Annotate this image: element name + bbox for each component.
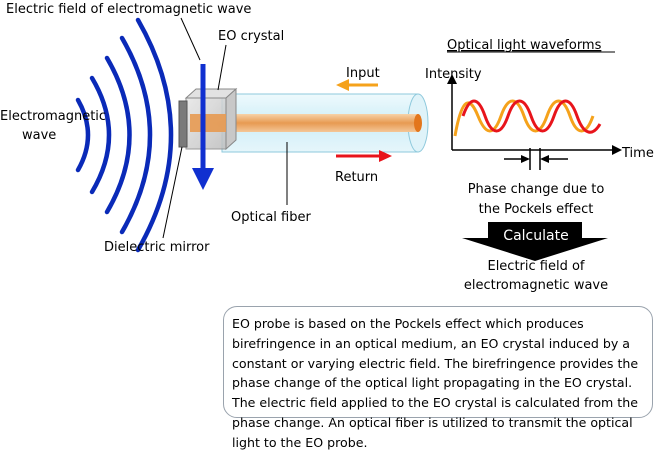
optical-fiber (200, 93, 429, 153)
waveform-title: Optical light waveforms (447, 38, 602, 53)
dielectric-mirror-label: Dielectric mirror (104, 240, 210, 255)
description-text: EO probe is based on the Pockels effect … (232, 316, 639, 450)
wave-arc-4 (119, 35, 153, 235)
description-box (223, 306, 653, 418)
eo-crystal-label: EO crystal (218, 29, 284, 44)
eo-crystal (184, 87, 238, 151)
phase-change-line1: Phase change due to (468, 182, 605, 197)
return-arrow (336, 150, 392, 162)
wave-arc-2 (89, 75, 112, 195)
output-label-line2: electromagnetic wave (464, 278, 608, 293)
wave-arc-1 (75, 97, 91, 173)
field-arrow (192, 64, 214, 190)
waveform-y-label: Intensity (425, 67, 482, 82)
phase-change-line2: the Pockels effect (479, 202, 594, 217)
wave-arc-5 (135, 17, 174, 253)
input-arrow (336, 79, 378, 91)
em-wave-label-line2: wave (22, 128, 56, 143)
return-label: Return (335, 170, 378, 185)
dielectric-mirror-shape (178, 100, 188, 148)
waveform-series-orange (453, 99, 595, 137)
optical-fiber-label: Optical fiber (231, 210, 311, 225)
calculate-arrow (462, 222, 608, 261)
waveform-plot (447, 74, 622, 170)
em-wave-label-line1: Electromagnetic (0, 109, 106, 124)
field-title-label: Electric field of electromagnetic wave (6, 2, 251, 17)
eo-probe-diagram: Electric field of electromagnetic wave E… (0, 2, 654, 293)
calculate-label: Calculate (503, 228, 568, 244)
electromagnetic-wave-arcs (75, 17, 174, 253)
waveform-series-red (461, 99, 602, 134)
fiber-core (200, 114, 418, 132)
output-label-line1: Electric field of (487, 259, 584, 274)
waveform-x-label: Time (621, 146, 654, 161)
wave-arc-3 (104, 55, 132, 215)
input-label: Input (346, 66, 380, 81)
leader-lines (162, 17, 288, 239)
crystal-core (190, 114, 226, 132)
